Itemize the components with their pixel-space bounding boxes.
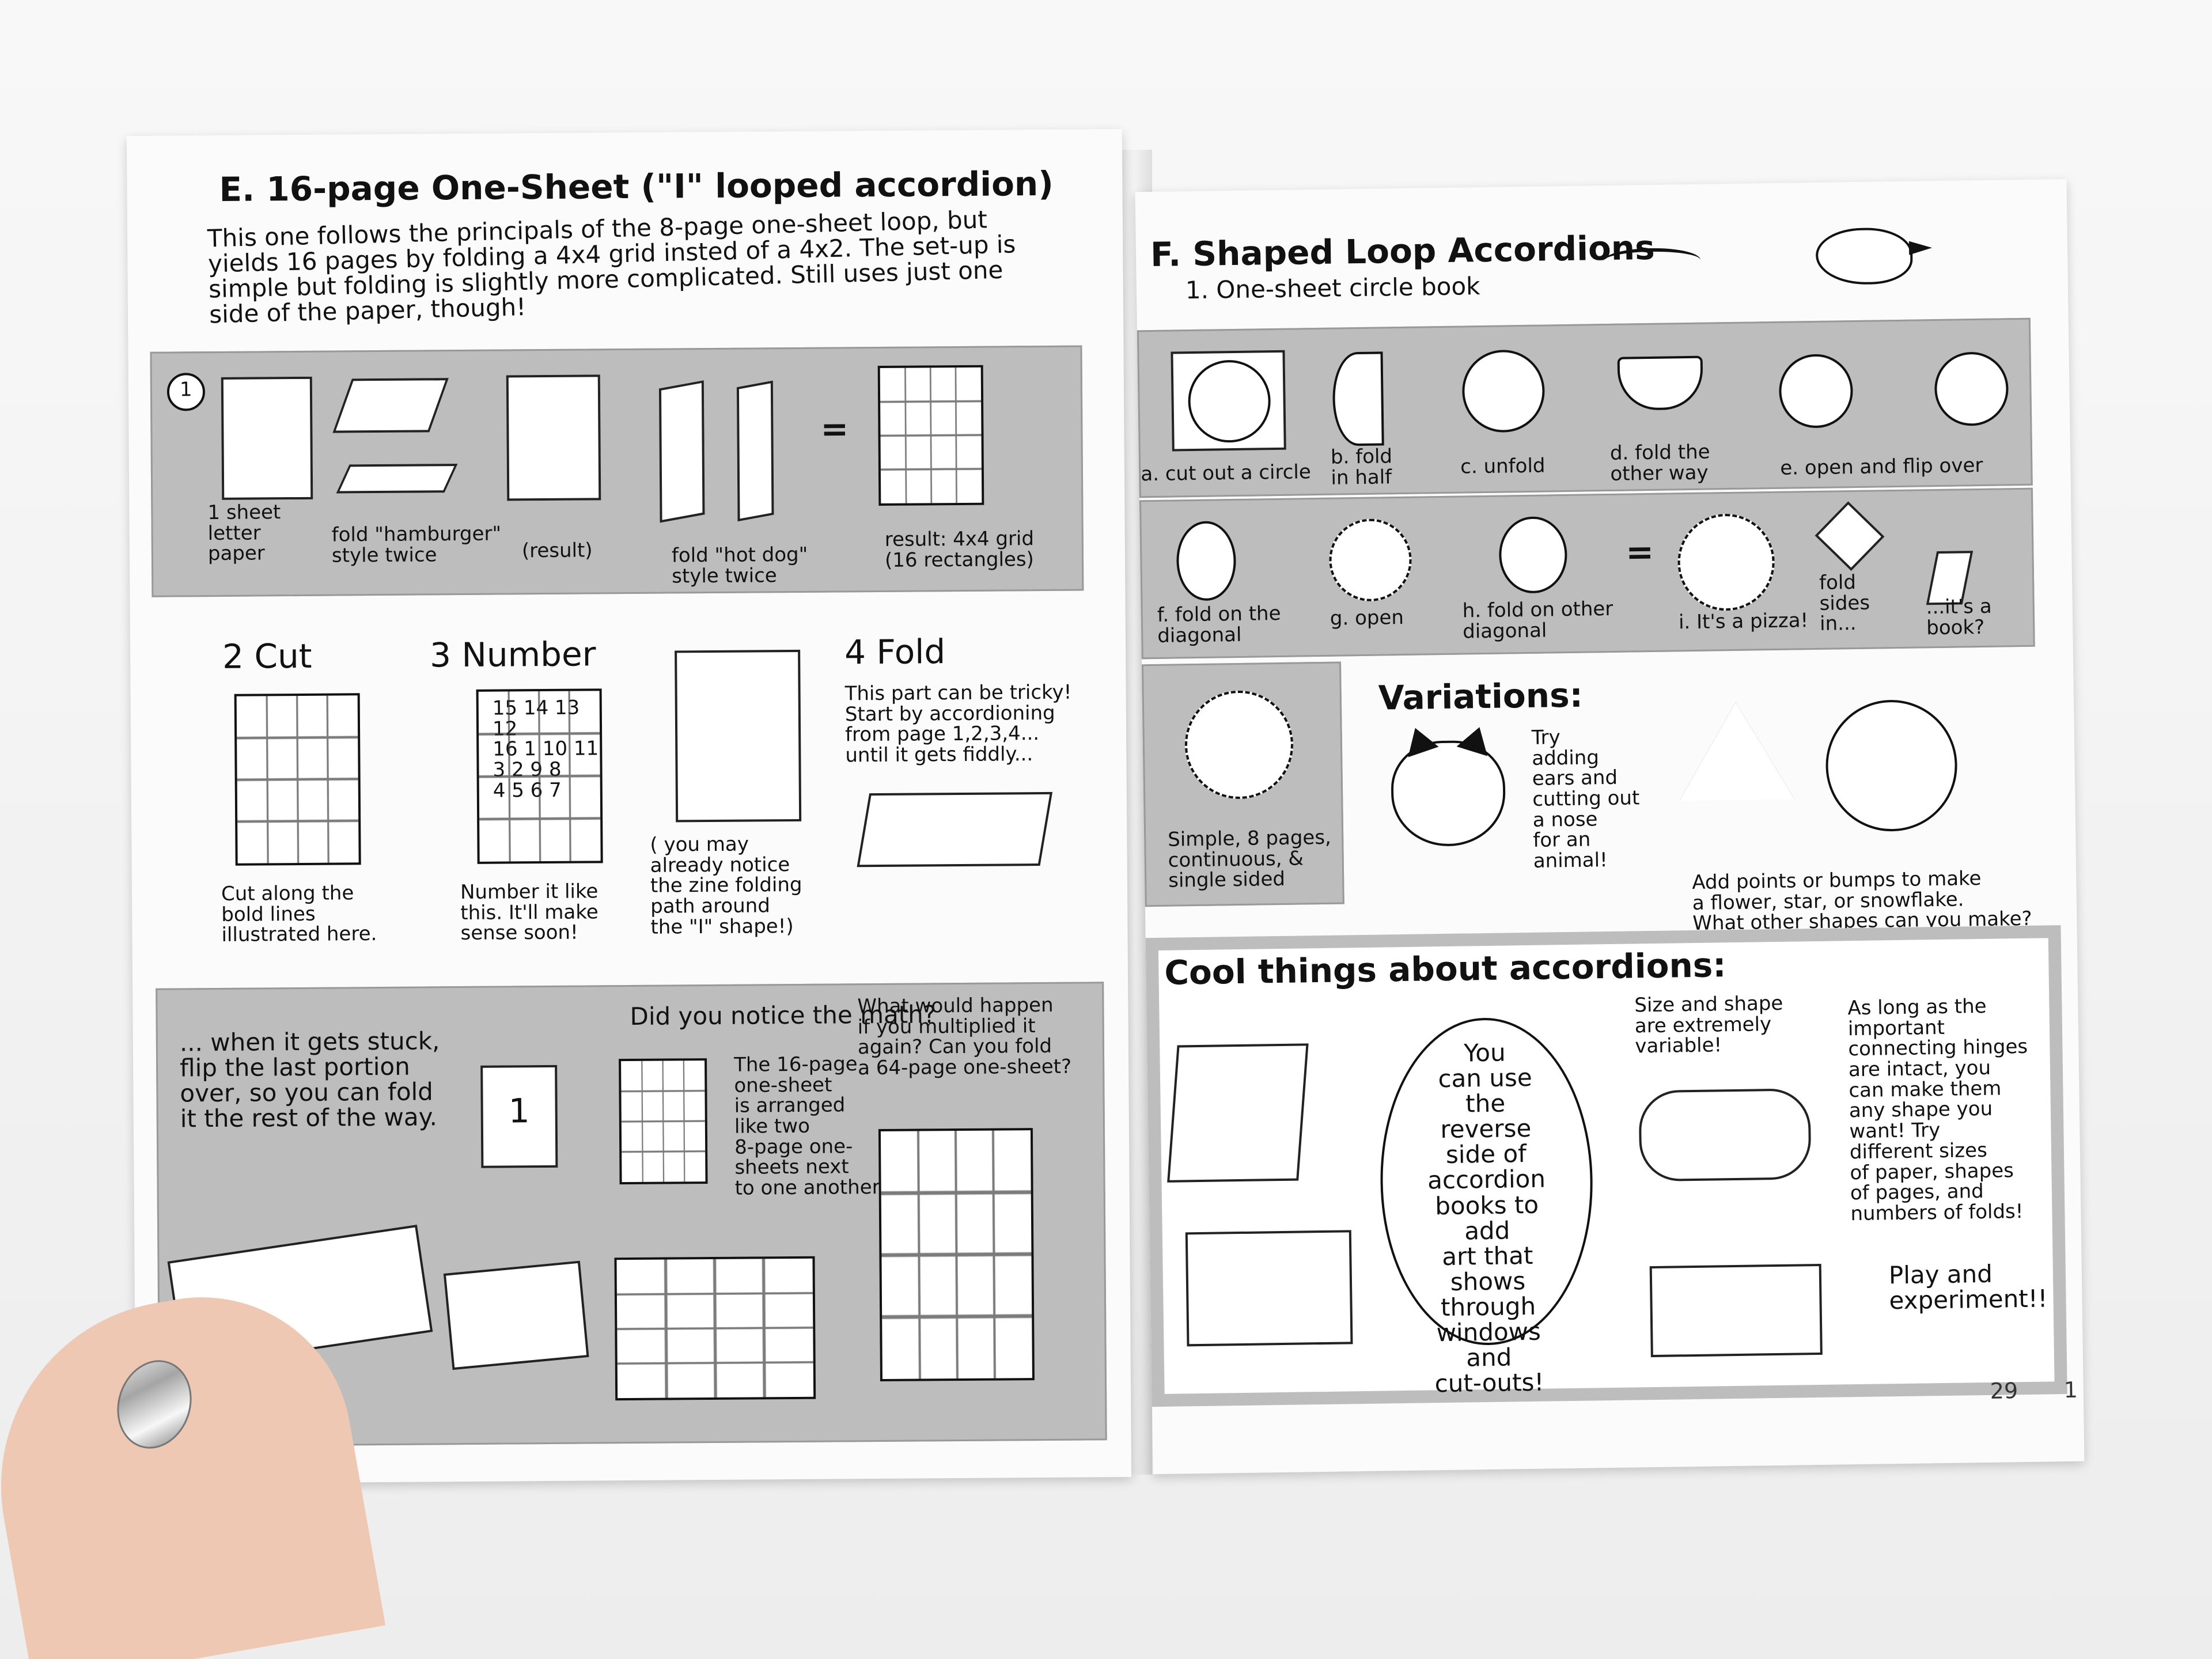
cut-grid xyxy=(234,693,361,866)
half-circle-drawing xyxy=(1332,351,1384,446)
shapes-text: Add points or bumps to make a flower, st… xyxy=(1692,868,2032,934)
hand-fold-drawing-right xyxy=(444,1261,589,1370)
fold-other-way-drawing xyxy=(1618,356,1703,411)
cool-things-title: Cool things about accordions: xyxy=(1164,945,1726,993)
left-page-title: E. 16-page One-Sheet ("I" looped accordi… xyxy=(219,164,1054,209)
stuck-fold-text: ... when it gets stuck, flip the last po… xyxy=(180,1028,441,1132)
left-zine-page: E. 16-page One-Sheet ("I" looped accordi… xyxy=(127,129,1131,1484)
hinges-text: As long as the important connecting hing… xyxy=(1847,996,2030,1225)
fold-result-drawing xyxy=(506,374,601,501)
step-one-label-result: (result) xyxy=(522,540,593,562)
folded-paper-drawing xyxy=(336,464,458,493)
step-one-label-hamburger: fold "hamburger" style twice xyxy=(332,524,502,566)
folded-strip-drawing xyxy=(1650,1264,1823,1357)
cut-circle-square xyxy=(1171,350,1286,452)
number-grid-values: 15 14 13 12 16 1 10 11 3 2 9 8 4 5 6 7 xyxy=(493,698,600,801)
circle-step-e: e. open and flip over xyxy=(1780,456,1983,479)
right-page-number: 29 xyxy=(1990,1378,2018,1404)
i-shape-path-drawing xyxy=(675,650,801,823)
circle-step-a: a. cut out a circle xyxy=(1141,462,1311,485)
cut-step-text: Cut along the bold lines illustrated her… xyxy=(221,883,377,946)
number-step-text: Number it like this. It'll make sense so… xyxy=(460,881,599,944)
diagonal-step-i: i. It's a pizza! xyxy=(1679,611,1809,633)
diagonal-fold-panel: = f. fold on the diagonal g. open h. fol… xyxy=(1139,488,2035,660)
simple-circle-text: Simple, 8 pages, continuous, & single si… xyxy=(1168,828,1332,892)
circle-book-subtitle: 1. One-sheet circle book xyxy=(1185,274,1480,303)
four-by-four-grid xyxy=(878,365,984,506)
letter-paper-drawing xyxy=(221,377,313,500)
math-grid-vertical xyxy=(619,1058,708,1184)
variations-title: Variations: xyxy=(1378,676,1583,718)
accordion-fold-drawing xyxy=(857,792,1052,867)
pizza-equals-sign: = xyxy=(1626,532,1654,572)
diagonal-fold-drawing xyxy=(1176,521,1237,601)
circle-chain-drawing xyxy=(1638,1088,1811,1181)
fold-step-text: This part can be tricky! Start by accord… xyxy=(845,683,1073,766)
window-accordion-drawing xyxy=(1167,1043,1308,1182)
bird-drawing xyxy=(1816,228,1913,285)
cut-circle-drawing xyxy=(1188,359,1271,443)
pizza-circle-drawing xyxy=(1677,513,1775,611)
hot-dog-fold-drawing-two xyxy=(737,381,774,522)
number-grid: 15 14 13 12 16 1 10 11 3 2 9 8 4 5 6 7 xyxy=(476,688,603,864)
math-grid-horizontal xyxy=(614,1256,816,1400)
simple-circle-panel: Simple, 8 pages, continuous, & single si… xyxy=(1142,661,1344,907)
folded-sides-drawing xyxy=(1815,501,1885,571)
cool-things-panel: Cool things about accordions: You can us… xyxy=(1146,925,2067,1407)
edge-page-number: 1 xyxy=(2063,1377,2078,1403)
step-one-panel: 1 = 1 sheet letter paper fold "hamburger… xyxy=(150,345,1084,597)
small-book-drawing: 1 xyxy=(480,1065,558,1168)
cat-window-drawing xyxy=(1185,1230,1353,1346)
unfolded-circle-drawing xyxy=(1461,350,1545,433)
right-page-title: F. Shaped Loop Accordions xyxy=(1150,228,1655,274)
right-zine-page: F. Shaped Loop Accordions 1. One-sheet c… xyxy=(1135,179,2085,1474)
step-one-label-paper: 1 sheet letter paper xyxy=(207,502,281,565)
other-diagonal-drawing xyxy=(1498,516,1567,594)
open-diagonal-circle xyxy=(1329,518,1412,602)
left-intro-text: This one follows the principals of the 8… xyxy=(207,206,1028,328)
hamburger-fold-drawing xyxy=(332,378,449,433)
simple-pizza-circle xyxy=(1184,690,1294,800)
size-shape-text: Size and shape are extremely variable! xyxy=(1634,994,1783,1058)
sixty-four-grid xyxy=(878,1128,1035,1381)
speech-bubble: You can use the reverse side of accordio… xyxy=(1378,1017,1595,1347)
star-variation xyxy=(1678,702,1794,801)
circle-step-b: b. fold in half xyxy=(1331,446,1393,488)
diagonal-step-h: h. fold on other diagonal xyxy=(1463,599,1613,642)
variations-text: Try adding ears and cutting out a nose f… xyxy=(1532,726,1641,872)
hot-dog-fold-drawing-one xyxy=(659,380,705,522)
small-book-number: 1 xyxy=(508,1093,529,1128)
step-one-label-hotdog: fold "hot dog" style twice xyxy=(672,545,808,587)
book-question-text: ...it's a book? xyxy=(1926,597,1993,639)
step-one-label-grid: result: 4x4 grid (16 rectangles) xyxy=(885,529,1035,571)
diagonal-step-g: g. open xyxy=(1330,608,1404,629)
step-one-number: 1 xyxy=(180,380,192,400)
play-experiment-text: Play and experiment!! xyxy=(1889,1260,2048,1313)
step-one-number-circle: 1 xyxy=(167,373,205,411)
flower-variation xyxy=(1825,699,1958,832)
open-flip-circle-two xyxy=(1934,351,2009,426)
open-flip-circle-one xyxy=(1779,354,1854,429)
multiply-text: What would happen if you multiplied it a… xyxy=(857,995,1071,1079)
circle-steps-panel: a. cut out a circle b. fold in half c. u… xyxy=(1137,318,2033,498)
fold-step-title: 4 Fold xyxy=(844,634,945,670)
circle-step-d: d. fold the other way xyxy=(1610,442,1711,485)
diagonal-step-f: f. fold on the diagonal xyxy=(1157,604,1282,646)
fold-sides-text: fold sides in... xyxy=(1819,573,1870,635)
equals-sign: = xyxy=(820,409,849,448)
cut-step-title: 2 Cut xyxy=(222,639,312,675)
circle-step-c: c. unfold xyxy=(1460,456,1546,478)
cat-face-variation xyxy=(1391,740,1506,847)
number-step-title: 3 Number xyxy=(430,637,596,673)
reverse-side-text: You can use the reverse side of accordio… xyxy=(1424,1040,1550,1397)
path-note-text: ( you may already notice the zine foldin… xyxy=(650,834,802,938)
